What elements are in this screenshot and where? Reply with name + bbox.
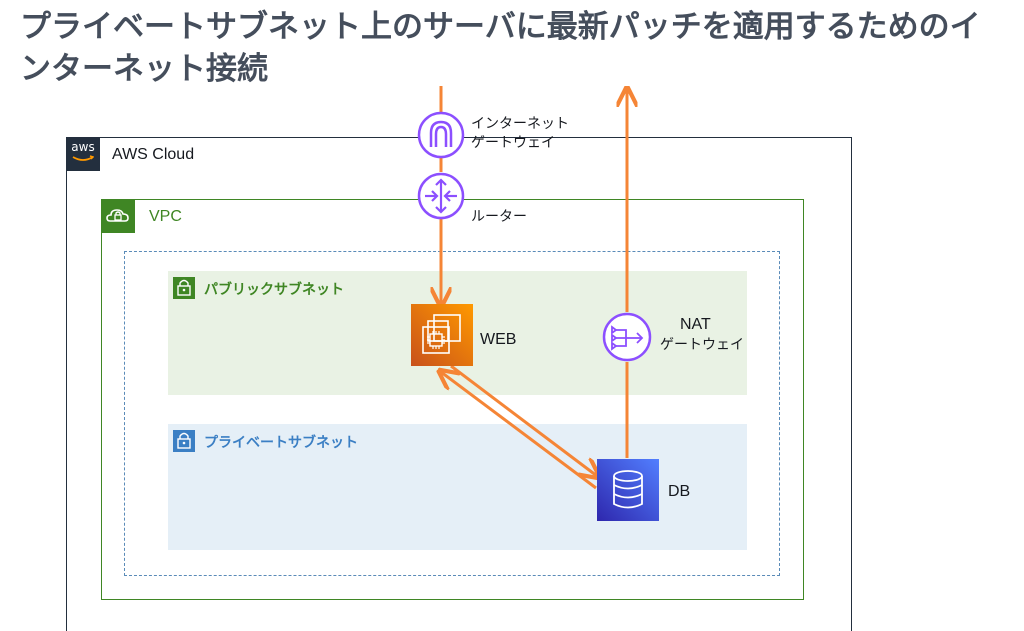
nat-gateway-label: NAT ゲートウェイ bbox=[660, 315, 744, 355]
aws-logo-text: aws bbox=[71, 140, 95, 154]
private-subnet-label: プライベートサブネット bbox=[204, 435, 358, 451]
vpc-icon bbox=[101, 199, 135, 233]
ec2-instance-icon bbox=[411, 304, 473, 366]
db-label: DB bbox=[668, 483, 691, 500]
nat-gateway-label-line2: ゲートウェイ bbox=[660, 337, 744, 353]
internet-gateway-label-line2: ゲートウェイ bbox=[471, 135, 555, 151]
router-icon bbox=[417, 172, 465, 220]
database-icon bbox=[597, 459, 659, 521]
vpc-label: VPC bbox=[149, 208, 182, 225]
public-subnet-lock-icon bbox=[173, 277, 195, 299]
arrow-web-to-db bbox=[450, 364, 597, 476]
public-subnet-label: パブリックサブネット bbox=[204, 282, 344, 298]
page-title: プライベートサブネット上のサーバに最新パッチを適用するためのインターネット接続 bbox=[20, 9, 981, 87]
nat-gateway-label-line1: NAT bbox=[680, 316, 711, 333]
aws-logo-icon: aws bbox=[66, 137, 100, 171]
availability-zone-group bbox=[124, 251, 780, 576]
router-label: ルーター bbox=[471, 209, 527, 225]
internet-gateway-label: インターネット ゲートウェイ bbox=[471, 115, 569, 153]
aws-cloud-label: AWS Cloud bbox=[112, 146, 195, 163]
private-subnet-lock-icon bbox=[173, 430, 195, 452]
nat-gateway-icon bbox=[602, 312, 652, 362]
internet-gateway-label-line1: インターネット bbox=[471, 116, 569, 132]
arrow-db-to-web bbox=[441, 372, 597, 490]
internet-gateway-icon bbox=[417, 111, 465, 159]
web-label: WEB bbox=[480, 331, 517, 348]
